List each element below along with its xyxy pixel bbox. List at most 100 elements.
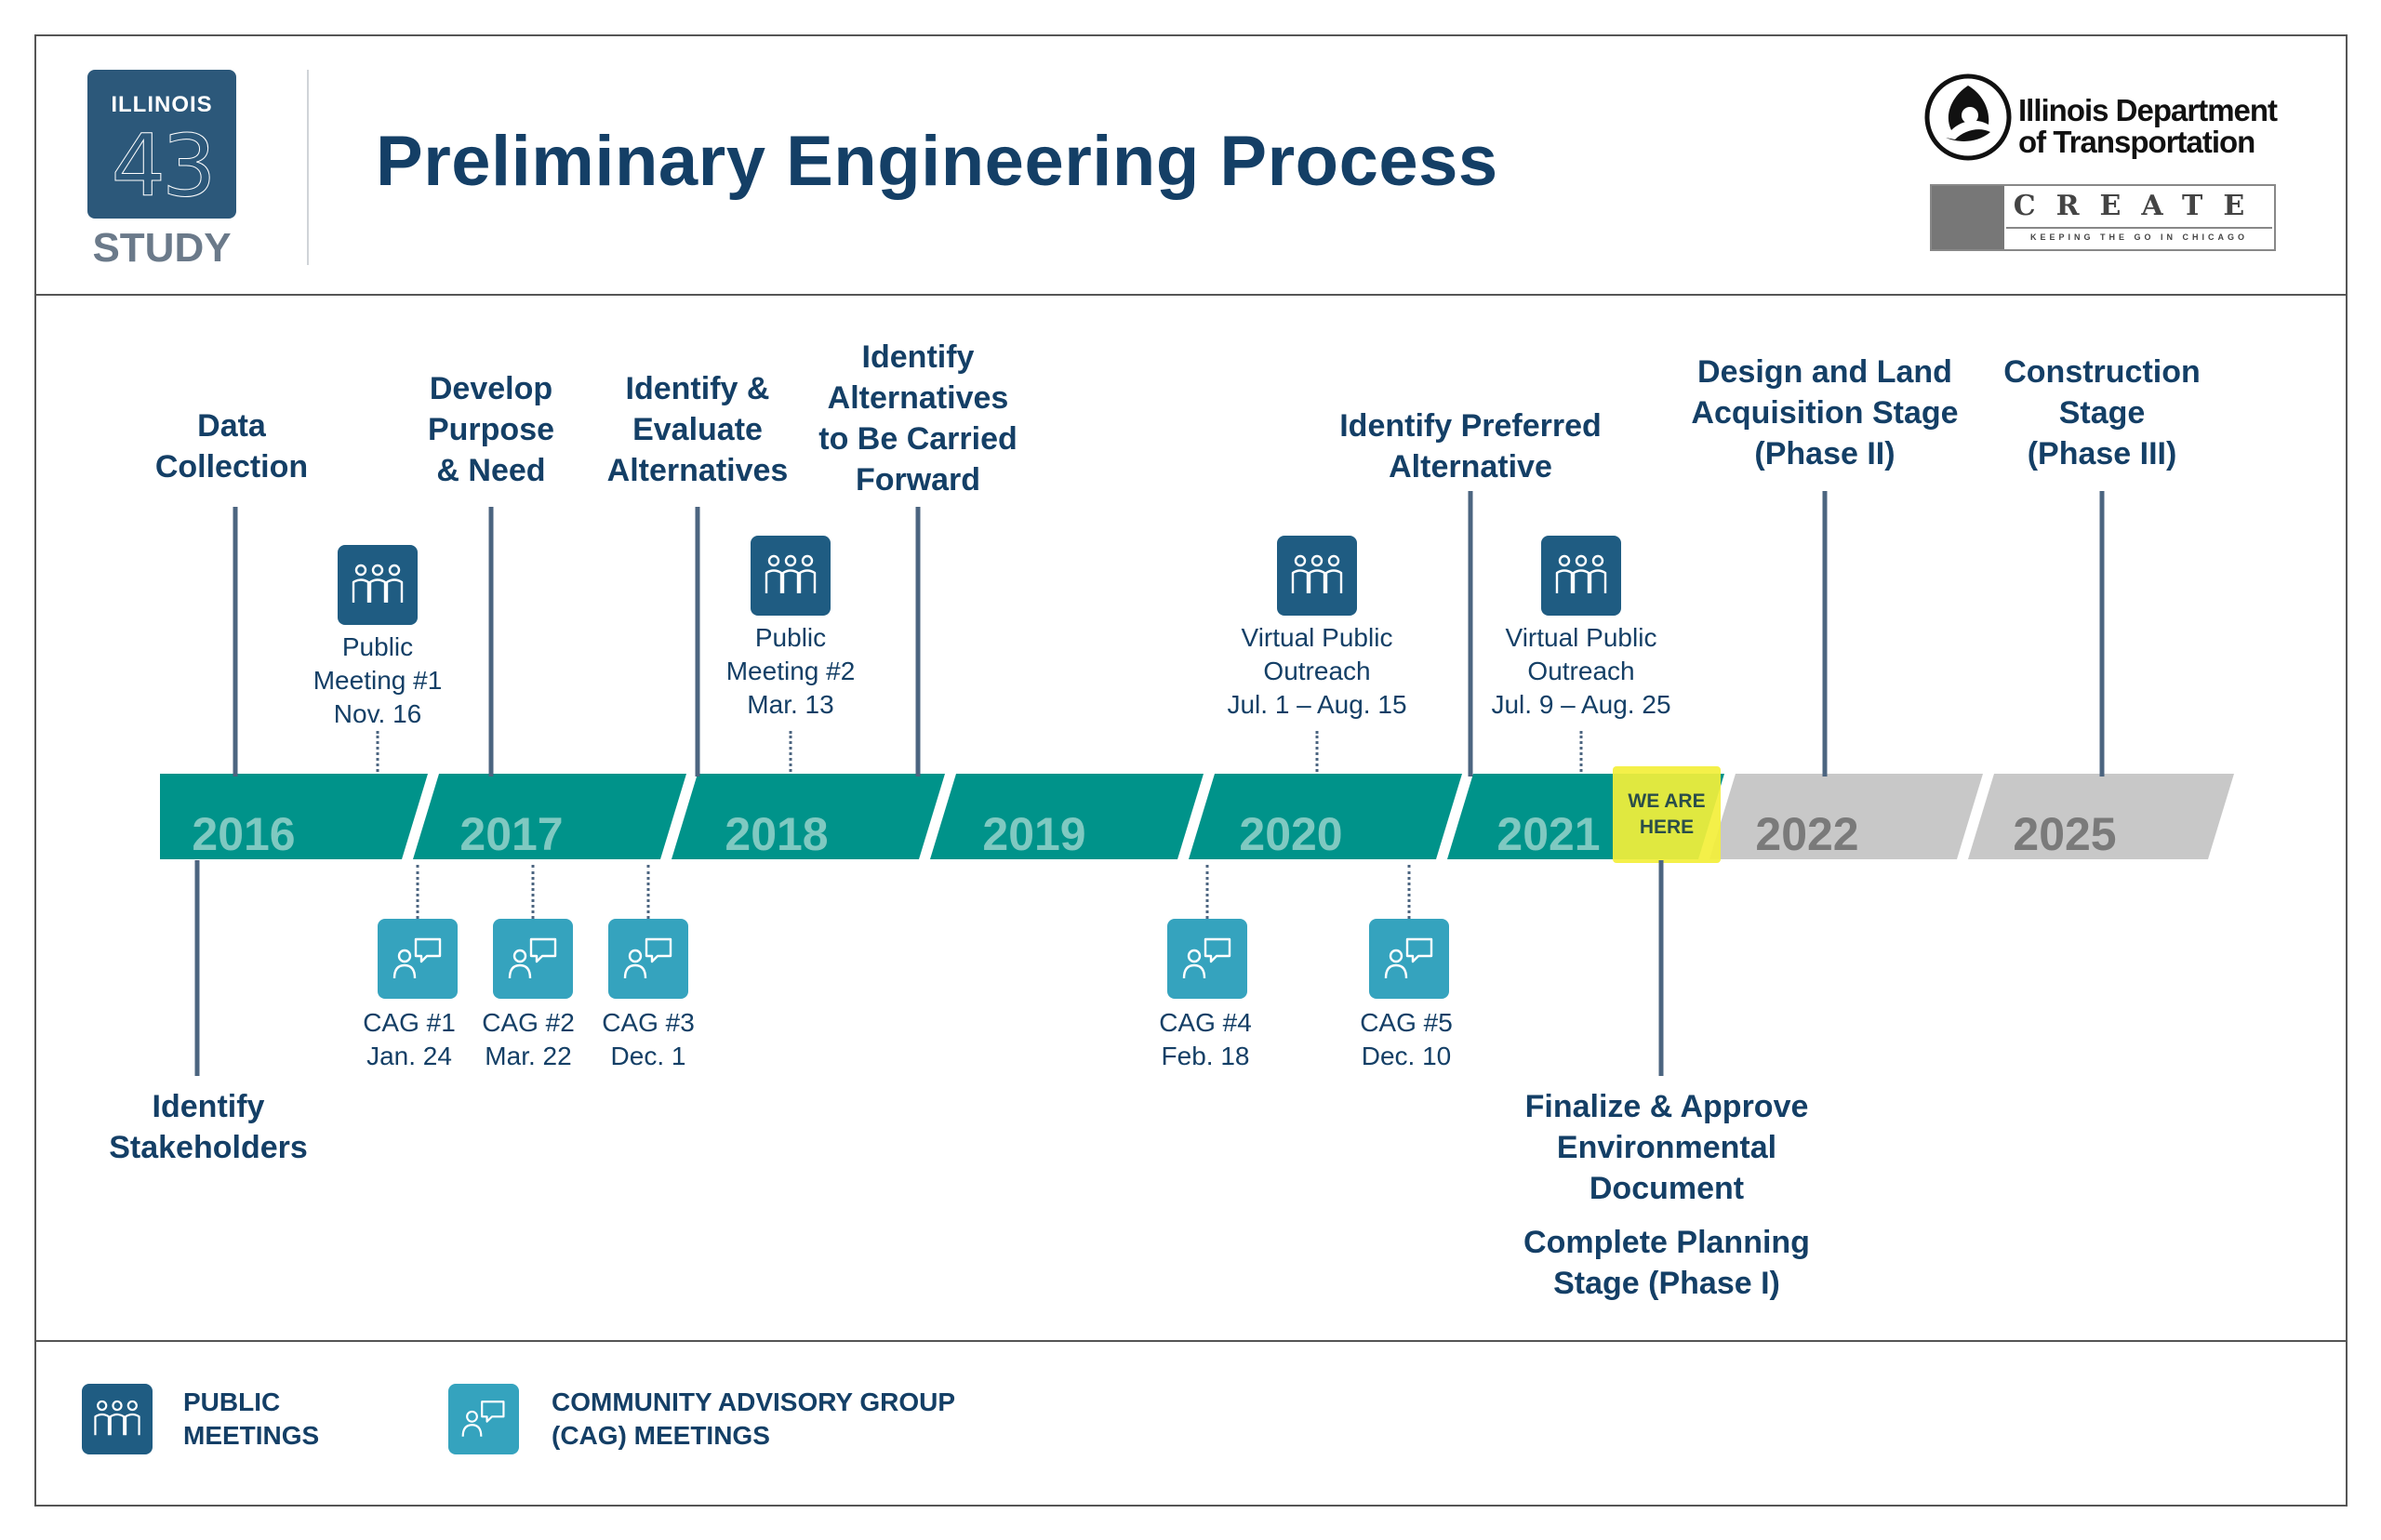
- event-line: Nov. 16: [333, 699, 422, 728]
- current-position-marker: [1613, 766, 1721, 863]
- virtual-outreach-2021: Virtual Public Outreach Jul. 9 – Aug. 25: [1491, 621, 1670, 722]
- milestone-line: to Be Carried: [818, 421, 1018, 457]
- cag-meeting-1: CAG #1 Jan. 24: [363, 1006, 456, 1073]
- legend-divider: [34, 1340, 2348, 1342]
- milestone-line: Identify Preferred: [1339, 408, 1602, 444]
- year-segment: [160, 774, 428, 859]
- legend-cag-label: COMMUNITY ADVISORY GROUP (CAG) MEETINGS: [552, 1386, 955, 1453]
- milestone-line: Alternative: [1389, 449, 1552, 485]
- cag-meeting-icon: [378, 919, 458, 999]
- person-speech-bubble-icon: [508, 937, 557, 979]
- milestone-line: Complete Planning: [1523, 1225, 1810, 1260]
- event-line: Jan. 24: [366, 1042, 452, 1070]
- event-line: Jul. 1 – Aug. 15: [1227, 690, 1407, 719]
- milestone-line: Forward: [855, 462, 981, 498]
- year-label: 2025: [2013, 808, 2117, 860]
- people-group-icon: [1291, 554, 1343, 593]
- virtual-outreach-2020: Virtual Public Outreach Jul. 1 – Aug. 15: [1227, 621, 1406, 722]
- event-line: Mar. 22: [485, 1042, 572, 1070]
- milestone-line: Stage (Phase I): [1553, 1266, 1780, 1301]
- milestone-connector: [1822, 491, 1828, 777]
- public-meeting-2: Public Meeting #2 Mar. 13: [726, 621, 856, 722]
- legend-line: MEETINGS: [183, 1421, 320, 1450]
- event-connector: [789, 731, 792, 772]
- year-segment: [1968, 774, 2234, 859]
- public-meeting-1: Public Meeting #1 Nov. 16: [313, 631, 443, 731]
- milestone-identify-stakeholders: Identify Stakeholders: [109, 1086, 308, 1168]
- idot-name-line1: Illinois Department: [2018, 93, 2278, 127]
- event-line: Meeting #1: [313, 666, 443, 695]
- milestone-line: Document: [1589, 1171, 1745, 1206]
- cag-meeting-3: CAG #3 Dec. 1: [602, 1006, 695, 1073]
- event-line: Outreach: [1263, 657, 1371, 685]
- current-position-label: WE ARE HERE: [1613, 789, 1721, 841]
- milestone-design-phase-ii: Design and Land Acquisition Stage (Phase…: [1691, 352, 1958, 474]
- people-group-icon: [94, 1400, 140, 1436]
- person-speech-bubble-icon: [461, 1401, 505, 1437]
- outer-frame: [34, 34, 2348, 1507]
- milestone-line: (Phase III): [2027, 436, 2177, 471]
- event-connector: [1407, 865, 1411, 919]
- create-logo-word: CREATE: [2013, 190, 2266, 222]
- milestone-line: Acquisition Stage: [1691, 395, 1959, 431]
- event-line: CAG #2: [482, 1008, 575, 1037]
- year-segment: [1189, 774, 1462, 859]
- milestone-line: Data: [197, 408, 266, 444]
- create-logo-rule: [2006, 227, 2272, 229]
- milestone-line: Identify: [152, 1089, 265, 1124]
- milestone-connector: [233, 507, 238, 777]
- event-line: Public: [341, 632, 414, 661]
- milestone-connector: [1468, 491, 1473, 777]
- cag-meeting-icon: [608, 919, 688, 999]
- person-speech-bubble-icon: [392, 937, 442, 979]
- year-label: 2021: [1496, 808, 1601, 860]
- public-meeting-icon: [1277, 536, 1357, 616]
- page-title: Preliminary Engineering Process: [376, 122, 1498, 201]
- people-group-icon: [352, 564, 404, 603]
- milestone-connector: [915, 507, 921, 777]
- milestone-construction-phase-iii: Construction Stage (Phase III): [2003, 352, 2201, 474]
- cag-meeting-2: CAG #2 Mar. 22: [482, 1006, 575, 1073]
- milestone-connector: [488, 507, 494, 777]
- cag-meeting-icon: [493, 919, 573, 999]
- legend-line: (CAG) MEETINGS: [552, 1421, 770, 1450]
- event-connector: [376, 731, 379, 772]
- milestone-line: Develop: [429, 371, 553, 406]
- person-speech-bubble-icon: [1182, 937, 1231, 979]
- idot-name-line2: of Transportation: [2018, 125, 2255, 159]
- milestone-line: Identify: [861, 339, 975, 375]
- event-connector: [1205, 865, 1209, 919]
- legend-public-label: PUBLIC MEETINGS: [183, 1386, 319, 1453]
- legend-cag-icon: [448, 1384, 519, 1454]
- event-connector: [646, 865, 650, 919]
- person-speech-bubble-icon: [1384, 937, 1433, 979]
- milestone-line: Purpose: [427, 412, 555, 447]
- people-group-icon: [1555, 554, 1607, 593]
- legend-public-icon: [82, 1384, 153, 1454]
- event-line: Dec. 1: [610, 1042, 686, 1070]
- milestone-alternatives-forward: Identify Alternatives to Be Carried Forw…: [818, 337, 1018, 500]
- year-label: 2016: [192, 808, 296, 860]
- header-divider: [34, 294, 2348, 296]
- cag-meeting-4: CAG #4 Feb. 18: [1159, 1006, 1252, 1073]
- milestone-line: Identify &: [625, 371, 770, 406]
- cag-meeting-icon: [1369, 919, 1449, 999]
- event-line: Meeting #2: [725, 657, 856, 685]
- milestone-connector: [194, 860, 200, 1076]
- event-line: CAG #3: [602, 1008, 695, 1037]
- event-line: Virtual Public: [1505, 623, 1657, 652]
- event-line: Jul. 9 – Aug. 25: [1491, 690, 1671, 719]
- event-line: CAG #5: [1360, 1008, 1453, 1037]
- create-logo-tagline: KEEPING THE GO IN CHICAGO: [2029, 232, 2248, 242]
- year-segment: [1709, 774, 1983, 859]
- milestone-finalize-document: Finalize & Approve Environmental Documen…: [1523, 1086, 1810, 1304]
- milestone-evaluate-alternatives: Identify & Evaluate Alternatives: [607, 368, 789, 491]
- logo-number-text: 43: [111, 116, 217, 217]
- illinois-43-study-logo: ILLINOIS 43: [87, 70, 236, 219]
- logo-state-text: ILLINOIS: [111, 92, 213, 117]
- year-label: 2020: [1239, 808, 1343, 860]
- event-connector: [531, 865, 535, 919]
- people-group-icon: [765, 554, 817, 593]
- milestone-connector: [695, 507, 700, 777]
